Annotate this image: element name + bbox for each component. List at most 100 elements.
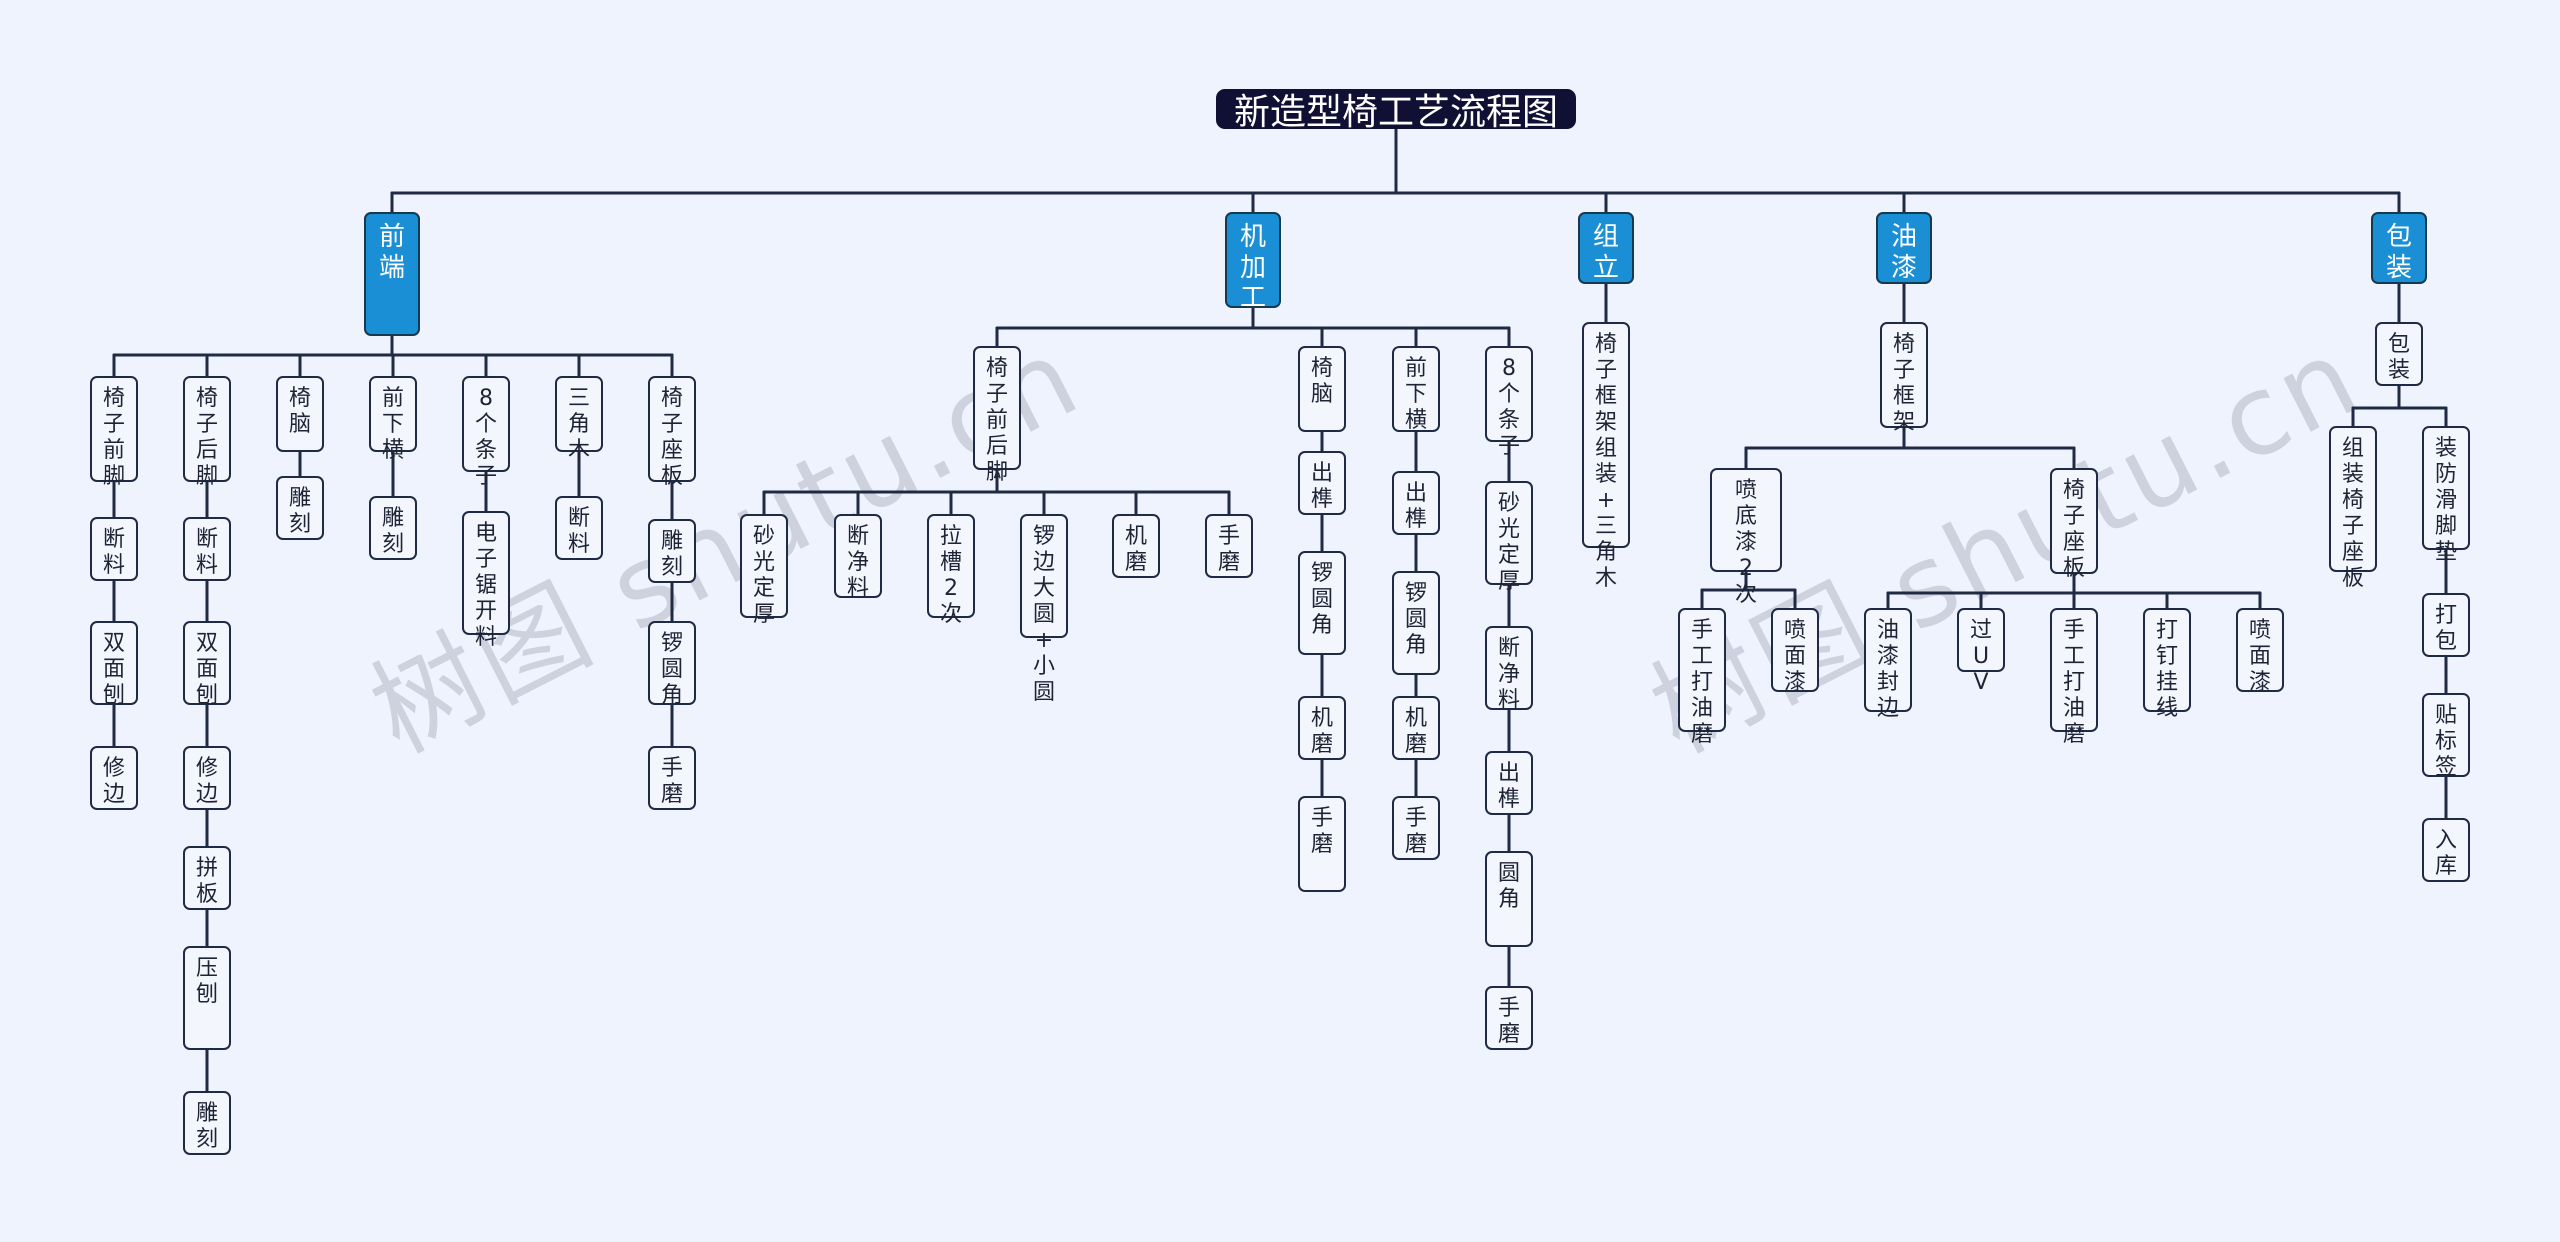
process-step-label: 断料 <box>195 527 218 578</box>
process-step[interactable]: 修边 <box>90 746 138 810</box>
process-step[interactable]: 雕刻 <box>648 519 696 583</box>
category-0[interactable]: 前端 <box>364 212 420 336</box>
process-step-label: 椅脑 <box>288 386 311 437</box>
root-topic[interactable]: 新造型椅工艺流程图 <box>1216 89 1576 133</box>
process-step[interactable]: 喷面漆 <box>1771 608 1819 695</box>
process-step[interactable]: 双面刨 <box>90 621 138 708</box>
process-step[interactable]: 砂光定厚 <box>740 514 788 627</box>
process-step[interactable]: 机磨 <box>1298 696 1346 760</box>
process-step[interactable]: 组装椅子座板 <box>2329 426 2377 591</box>
process-step[interactable]: 喷面漆 <box>2236 608 2284 695</box>
process-step[interactable]: 出榫 <box>1392 471 1440 535</box>
process-step[interactable]: 断料 <box>555 496 603 560</box>
process-step-label: 喷面漆 <box>2248 618 2271 695</box>
category-3[interactable]: 油漆 <box>1876 212 1932 284</box>
process-step[interactable]: 8个条子 <box>1485 346 1533 459</box>
process-step-label: 喷面漆 <box>1783 618 1806 695</box>
process-step-label: 断净料 <box>1497 636 1520 713</box>
category-4[interactable]: 包装 <box>2371 212 2427 284</box>
process-step[interactable]: 拼板 <box>183 846 231 910</box>
process-step[interactable]: 雕刻 <box>276 476 324 540</box>
process-step[interactable]: 断料 <box>183 517 231 581</box>
process-step[interactable]: 出榫 <box>1298 451 1346 515</box>
category-1-label: 机加工 <box>1239 222 1266 314</box>
process-step[interactable]: 雕刻 <box>369 496 417 560</box>
process-step[interactable]: 锣边大圆+小圆 <box>1020 514 1068 705</box>
process-step[interactable]: 锣圆角 <box>648 621 696 708</box>
process-step[interactable]: 椅脑 <box>276 376 324 452</box>
process-step[interactable]: 圆角 <box>1485 851 1533 947</box>
process-step-label: 椅子后脚 <box>195 386 218 489</box>
process-step-label: 打包 <box>2434 603 2457 654</box>
process-step-label: 前下横 <box>381 386 404 463</box>
process-step[interactable]: 入库 <box>2422 818 2470 882</box>
process-step[interactable]: 电子锯开料 <box>462 511 510 650</box>
process-step[interactable]: 雕刻 <box>183 1091 231 1155</box>
process-step-label: 椅子框架 <box>1892 332 1915 435</box>
process-step[interactable]: 椅子前脚 <box>90 376 138 489</box>
process-step[interactable]: 椅脑 <box>1298 346 1346 432</box>
process-step[interactable]: 包装 <box>2375 322 2423 386</box>
process-step-label: 手磨 <box>1404 806 1427 857</box>
process-step-label: 手磨 <box>660 756 683 807</box>
process-step[interactable]: 手磨 <box>1298 796 1346 892</box>
process-step[interactable]: 椅子框架组装+三角木 <box>1582 322 1630 591</box>
process-step[interactable]: 断净料 <box>1485 626 1533 713</box>
process-step[interactable]: 手磨 <box>1392 796 1440 860</box>
process-step[interactable]: 打钉挂线 <box>2143 608 2191 721</box>
process-step-label: 修边 <box>102 756 125 807</box>
process-step-label: 双面刨 <box>102 631 125 708</box>
process-step[interactable]: 出榫 <box>1485 751 1533 815</box>
process-step[interactable]: 手工打油磨 <box>1678 608 1726 747</box>
process-step[interactable]: 油漆封边 <box>1864 608 1912 721</box>
process-step[interactable]: 椅子框架 <box>1880 322 1928 435</box>
process-step[interactable]: 断料 <box>90 517 138 581</box>
process-step[interactable]: 手磨 <box>1485 986 1533 1050</box>
process-step[interactable]: 机磨 <box>1112 514 1160 578</box>
process-step[interactable]: 手磨 <box>1205 514 1253 578</box>
process-step-label: 断料 <box>567 506 590 557</box>
process-step[interactable]: 过UV <box>1957 608 2005 695</box>
process-step-label: 椅子座板 <box>660 386 683 489</box>
process-step-label: 圆角 <box>1497 861 1520 912</box>
process-step-label: 入库 <box>2434 828 2457 879</box>
process-step[interactable]: 压刨 <box>183 946 231 1050</box>
process-step-label: 机磨 <box>1404 706 1427 757</box>
process-step[interactable]: 机磨 <box>1392 696 1440 760</box>
process-step-label: 雕刻 <box>660 529 683 580</box>
process-step-label: 双面刨 <box>195 631 218 708</box>
process-step[interactable]: 椅子后脚 <box>183 376 231 489</box>
process-step[interactable]: 前下横 <box>1392 346 1440 433</box>
process-step[interactable]: 8个条子 <box>462 376 510 489</box>
category-2[interactable]: 组立 <box>1578 212 1634 284</box>
process-step[interactable]: 三角木 <box>555 376 603 463</box>
process-step[interactable]: 手磨 <box>648 746 696 810</box>
process-step-label: 机磨 <box>1310 706 1333 757</box>
process-step[interactable]: 断净料 <box>834 514 882 601</box>
process-step[interactable]: 打包 <box>2422 593 2470 657</box>
process-step-label: 油漆封边 <box>1876 618 1899 721</box>
process-step[interactable]: 锣圆角 <box>1392 571 1440 675</box>
process-step-label: 打钉挂线 <box>2155 618 2178 721</box>
process-step[interactable]: 手工打油磨 <box>2050 608 2098 747</box>
process-step-label: 出榫 <box>1497 761 1520 812</box>
process-step[interactable]: 喷底漆2次 <box>1710 468 1782 607</box>
process-step[interactable]: 拉槽2次 <box>927 514 975 627</box>
process-step[interactable]: 修边 <box>183 746 231 810</box>
process-step[interactable]: 前下横 <box>369 376 417 463</box>
process-step[interactable]: 椅子前后脚 <box>973 346 1021 485</box>
process-step[interactable]: 椅子座板 <box>648 376 696 489</box>
process-step[interactable]: 砂光定厚 <box>1485 481 1533 594</box>
process-step[interactable]: 贴标签 <box>2422 693 2470 780</box>
process-step-label: 压刨 <box>195 956 218 1007</box>
category-2-label: 组立 <box>1592 222 1619 283</box>
category-1[interactable]: 机加工 <box>1225 212 1281 313</box>
process-step[interactable]: 装防滑脚垫 <box>2422 426 2470 565</box>
process-step[interactable]: 锣圆角 <box>1298 551 1346 655</box>
process-step-label: 拉槽2次 <box>939 524 962 627</box>
process-step[interactable]: 双面刨 <box>183 621 231 708</box>
process-step-label: 椅脑 <box>1310 356 1333 407</box>
process-step[interactable]: 椅子座板 <box>2050 468 2098 581</box>
process-step-label: 包装 <box>2387 332 2410 383</box>
